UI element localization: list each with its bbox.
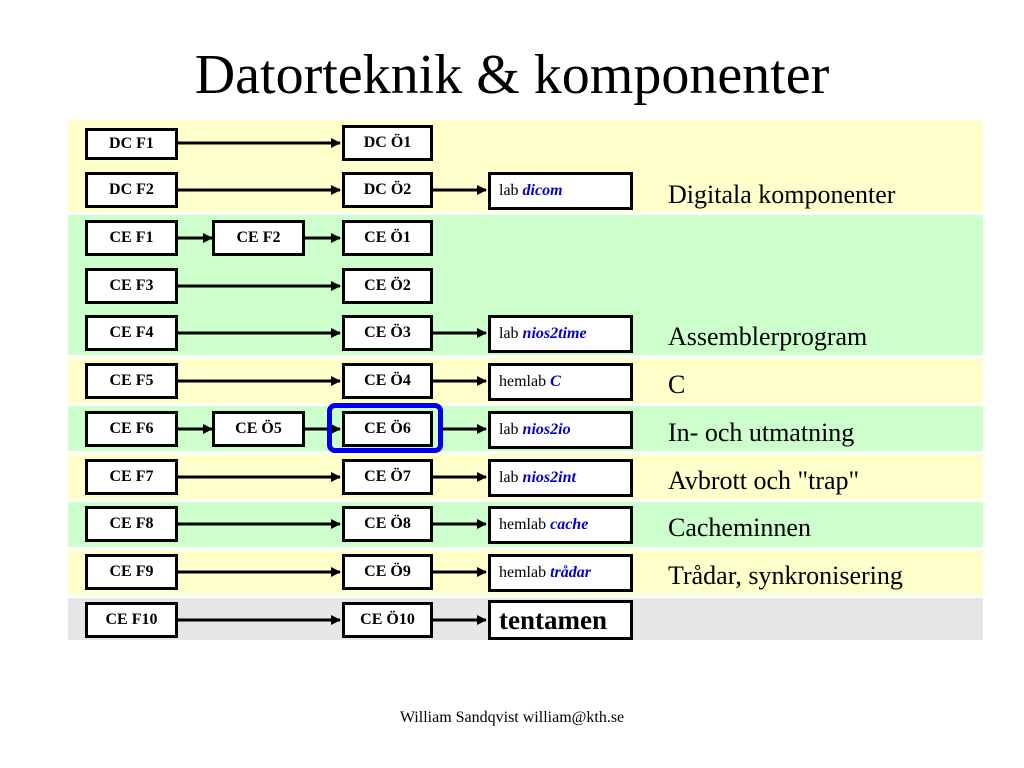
- node-ce-f3: CE F3: [85, 268, 178, 304]
- lab-name: trådar: [550, 564, 591, 581]
- node-ce-f2: CE F2: [212, 220, 305, 256]
- node-dc-o2: DC Ö2: [342, 172, 433, 208]
- node-ce-o4: CE Ö4: [342, 363, 433, 399]
- node-ce-f1: CE F1: [85, 220, 178, 256]
- topic-interrupts: Avbrott och "trap": [668, 466, 860, 495]
- node-ce-o7: CE Ö7: [342, 459, 433, 495]
- lab-nios2time[interactable]: lab nios2time: [488, 315, 633, 353]
- slide-title: Datorteknik & komponenter: [194, 44, 830, 106]
- current-exercise-highlight: [327, 403, 443, 453]
- node-dc-o1: DC Ö1: [342, 125, 433, 161]
- lab-name: nios2int: [522, 469, 576, 486]
- node-dc-f2: DC F2: [85, 172, 178, 208]
- lab-tradar[interactable]: hemlab trådar: [488, 554, 633, 592]
- lab-nios2int[interactable]: lab nios2int: [488, 459, 633, 497]
- lab-prefix: lab: [499, 182, 519, 199]
- node-ce-o6: CE Ö6: [342, 411, 433, 447]
- lab-prefix: lab: [499, 325, 519, 342]
- node-ce-f10: CE F10: [85, 602, 178, 638]
- exam-box[interactable]: tentamen: [488, 600, 633, 640]
- node-ce-f5: CE F5: [85, 363, 178, 399]
- lab-name: C: [550, 373, 561, 390]
- lab-prefix: hemlab: [499, 373, 547, 390]
- lab-nios2io[interactable]: lab nios2io: [488, 411, 633, 449]
- node-ce-o9: CE Ö9: [342, 554, 433, 590]
- topic-digital-components: Digitala komponenter: [668, 180, 896, 209]
- node-ce-o10: CE Ö10: [342, 602, 433, 638]
- topic-threads: Trådar, synkronisering: [668, 561, 903, 590]
- topic-cache: Cacheminnen: [668, 513, 811, 542]
- node-ce-o5: CE Ö5: [212, 411, 305, 447]
- footer-author: William Sandqvist william@kth.se: [399, 709, 625, 726]
- node-ce-f6: CE F6: [85, 411, 178, 447]
- node-ce-o8: CE Ö8: [342, 506, 433, 542]
- lab-prefix: lab: [499, 421, 519, 438]
- lab-name: dicom: [522, 182, 563, 199]
- topic-c: C: [668, 370, 686, 399]
- topic-assembler: Assemblerprogram: [668, 322, 868, 351]
- node-ce-f9: CE F9: [85, 554, 178, 590]
- node-ce-f8: CE F8: [85, 506, 178, 542]
- node-ce-f7: CE F7: [85, 459, 178, 495]
- lab-name: nios2time: [522, 325, 587, 342]
- node-ce-o3: CE Ö3: [342, 315, 433, 351]
- lab-prefix: hemlab: [499, 564, 547, 581]
- lab-dicom[interactable]: lab dicom: [488, 172, 633, 210]
- topic-io: In- och utmatning: [668, 418, 855, 447]
- node-dc-f1: DC F1: [85, 128, 178, 160]
- lab-prefix: hemlab: [499, 516, 547, 533]
- node-ce-f4: CE F4: [85, 315, 178, 351]
- lab-c[interactable]: hemlab C: [488, 363, 633, 401]
- lab-name: cache: [550, 516, 589, 533]
- lab-prefix: lab: [499, 469, 519, 486]
- lab-cache[interactable]: hemlab cache: [488, 506, 633, 544]
- lab-name: nios2io: [522, 421, 571, 438]
- node-ce-o1: CE Ö1: [342, 220, 433, 256]
- node-ce-o2: CE Ö2: [342, 268, 433, 304]
